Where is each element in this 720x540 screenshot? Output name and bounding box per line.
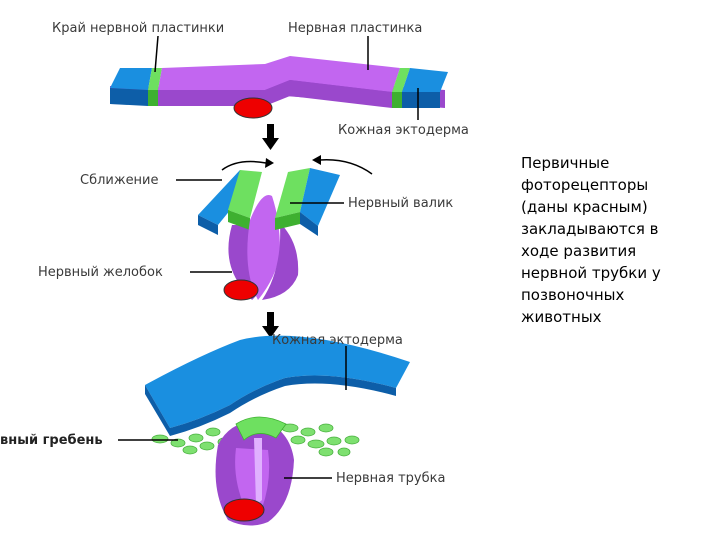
label-skin-ectoderm-2: Кожная эктодерма <box>272 333 403 348</box>
plate-edge-right <box>392 68 410 92</box>
neural-groove-right <box>262 225 299 300</box>
stage-neural-plate <box>110 56 448 119</box>
label-neural-crest: вный гребень <box>0 433 103 448</box>
caption-line: позвоночных <box>521 286 625 304</box>
caption-line: Первичные <box>521 154 610 172</box>
stage-neural-groove <box>198 155 373 301</box>
caption-line: нервной трубки у <box>521 264 661 282</box>
skin-ectoderm-sheet <box>145 335 410 428</box>
skin-ectoderm-right-2 <box>300 168 340 226</box>
photoreceptor-2 <box>223 279 259 301</box>
photoreceptor-3 <box>223 498 265 522</box>
skin-ectoderm-left <box>110 68 152 90</box>
caption-line: (даны красным) <box>521 198 648 216</box>
label-skin-ectoderm-1: Кожная эктодерма <box>338 123 469 138</box>
plate-edge-left <box>148 68 162 90</box>
caption-line: ходе развития <box>521 242 637 260</box>
label-convergence: Сближение <box>80 173 159 188</box>
label-neural-groove: Нервный желобок <box>38 265 163 280</box>
label-neural-tube: Нервная трубка <box>336 471 445 486</box>
neural-fold-left <box>228 170 262 218</box>
label-plate-edge: Край нервной пластинки <box>52 21 224 36</box>
neural-tube-lumen <box>254 438 262 505</box>
arrow-down-2 <box>262 312 279 338</box>
convergence-arrow-right <box>319 159 373 175</box>
neural-fold-right <box>275 168 310 218</box>
caption-line: животных <box>521 308 602 326</box>
skin-ectoderm-right <box>402 68 448 92</box>
caption-line: закладываются в <box>521 220 659 238</box>
neural-tube-roof <box>235 416 287 441</box>
arrow-down-1 <box>262 124 279 150</box>
caption-line: фоторецепторы <box>521 176 649 194</box>
photoreceptor-1 <box>233 97 273 119</box>
label-neural-fold: Нервный валик <box>348 196 453 211</box>
convergence-arrow-left <box>221 160 267 171</box>
neural-groove-center <box>247 195 280 300</box>
label-neural-plate: Нервная пластинка <box>288 21 422 36</box>
neural-plate-top <box>158 56 400 92</box>
stage-neural-tube <box>145 335 410 526</box>
caption-text: Первичные фоторецепторы (даны красным) з… <box>521 152 706 328</box>
